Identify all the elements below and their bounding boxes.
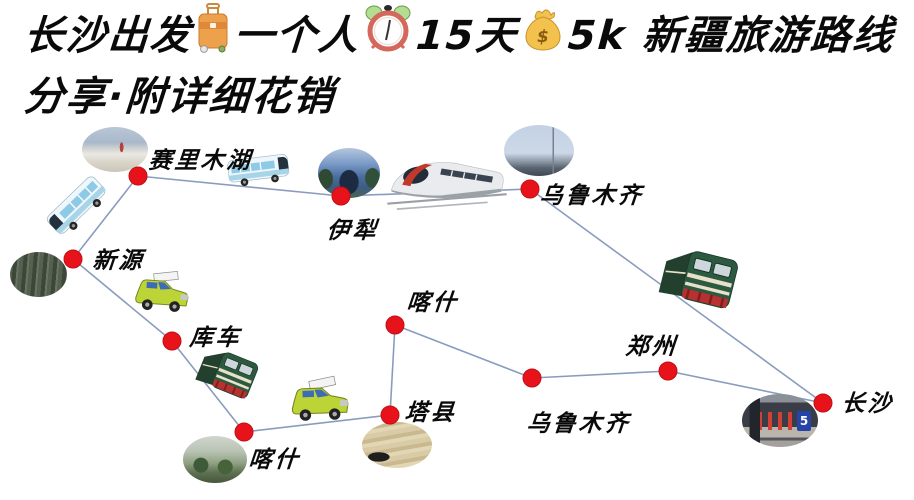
forest-photo: [10, 252, 67, 297]
stop-label-kashgar-south: 喀什: [247, 447, 302, 473]
stop-label-kashgar-north: 喀什: [405, 290, 460, 316]
stop-label-xinyuan: 新源: [91, 248, 146, 274]
green-locomotive-icon: [649, 237, 749, 324]
high-speed-train-icon: [386, 152, 508, 216]
stop-label-urumqi-south: 乌鲁木齐: [525, 411, 632, 437]
leg-sayram-yili: [137, 175, 342, 197]
route-stop-dot-taxian: [380, 405, 400, 425]
coach-bus-icon: [226, 149, 294, 195]
leg-kashgar-urumqi: [394, 324, 533, 379]
route-stop-dot-xinyuan: [63, 249, 83, 269]
leg-kuqa-kashgar: [171, 340, 245, 433]
stop-label-taxian: 塔县: [403, 400, 458, 426]
sayram-lake-photo: [82, 127, 148, 172]
stop-label-changsha: 长沙: [840, 391, 895, 417]
stop-label-kuqa: 库车: [188, 325, 243, 351]
leg-sayram-xinyuan: [72, 175, 139, 260]
green-suv-icon: [289, 375, 351, 431]
stop-label-urumqi-north: 乌鲁木齐: [538, 183, 645, 209]
dollar-symbol: $: [537, 27, 551, 47]
green-locomotive-icon: [190, 339, 264, 411]
route-stop-dot-urumqi-north: [520, 179, 540, 199]
metro-line-badge: 5: [797, 411, 811, 431]
alarm-clock-icon: [364, 2, 412, 69]
green-suv-icon: [132, 266, 192, 324]
kuqa-wall-photo: [97, 340, 161, 396]
stop-label-yili: 伊犁: [325, 218, 380, 244]
route-stop-dot-kashgar-south: [234, 422, 254, 442]
leg-kashgar-taxian: [243, 414, 391, 433]
route-stop-dot-urumqi-south: [522, 368, 542, 388]
route-stop-dot-zhengzhou: [658, 361, 678, 381]
leg-xinyuan-kuqa: [72, 258, 173, 342]
kashgar-city-photo: [183, 436, 247, 483]
title-line-1: 长沙出发 一个人: [22, 2, 904, 69]
luggage-icon: [196, 2, 230, 69]
route-stop-dot-kuqa: [162, 331, 182, 351]
route-stop-dot-kashgar-north: [385, 315, 405, 335]
stop-label-sayram: 赛里木湖: [147, 148, 254, 174]
changsha-station-photo: 5: [742, 394, 818, 447]
urumqi-photo: [504, 125, 574, 176]
route-stop-dot-changsha: [813, 393, 833, 413]
tashkurgan-desert-photo: [362, 422, 432, 468]
leg-urumqi-changsha-train: [529, 188, 824, 404]
leg-urumqi-zhengzhou: [531, 370, 669, 379]
yili-photo: [318, 148, 380, 198]
route-stop-dot-yili: [331, 186, 351, 206]
stop-label-zhengzhou: 郑州: [624, 334, 679, 360]
leg-taxian-kashgar: [389, 324, 396, 416]
page-title: 长沙出发 一个人: [22, 2, 904, 125]
money-bag-icon: $: [522, 4, 564, 67]
route-stop-dot-sayram: [128, 166, 148, 186]
coach-bus-icon: [40, 172, 115, 247]
